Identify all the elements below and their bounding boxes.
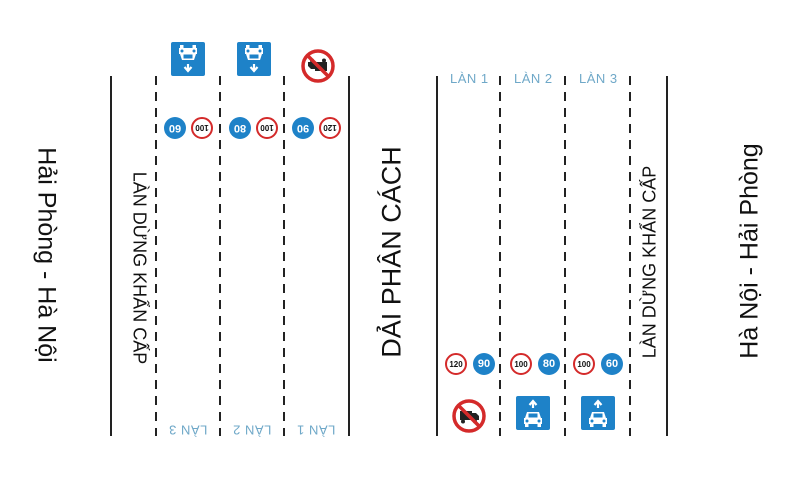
car-lane-icon: [237, 42, 271, 76]
speed-value: 90: [296, 122, 310, 134]
speed-value: 80: [233, 122, 247, 134]
left-direction-label: Hải Phòng - Hà Nội: [32, 147, 61, 363]
left-lane-3-label: LÀN 3: [168, 422, 208, 438]
left-lane-1-max-speed-sign: 120: [319, 117, 341, 139]
right-lane-1-label: LÀN 1: [450, 71, 489, 86]
left-lane-2-min-speed-sign: 80: [229, 117, 251, 139]
median-label: DẢI PHÂN CÁCH: [376, 146, 407, 358]
speed-value: 100: [195, 123, 209, 133]
right-lane-3-min-speed-sign: 60: [601, 353, 623, 375]
left-emergency-lane-label: LÀN DỪNG KHẨN CẤP: [129, 171, 150, 365]
speed-value: 60: [168, 122, 182, 134]
car-lane-icon: [581, 396, 615, 430]
right-lane-2-min-speed-sign: 80: [538, 353, 560, 375]
right-direction-label: Hà Nội - Hải Phòng: [735, 143, 764, 359]
speed-value: 100: [514, 359, 528, 369]
left-lane-1-min-speed-sign: 90: [292, 117, 314, 139]
right-lane-1-min-speed-sign: 90: [473, 353, 495, 375]
right-lane-2-label: LÀN 2: [514, 71, 553, 86]
speed-value: 120: [323, 123, 337, 133]
right-lane-1-max-speed-sign: 120: [445, 353, 467, 375]
speed-value: 80: [542, 358, 556, 370]
left-lane-3-min-speed-sign: 60: [164, 117, 186, 139]
speed-value: 120: [449, 359, 463, 369]
right-lane-2-max-speed-sign: 100: [510, 353, 532, 375]
right-lane-3-label: LÀN 3: [579, 71, 618, 86]
speed-value: 100: [260, 123, 274, 133]
left-lane-1-label: LÀN 1: [296, 422, 336, 438]
left-lane-2-label: LÀN 2: [232, 422, 272, 438]
right-emergency-lane-label: LÀN DỪNG KHẨN CẤP: [639, 165, 660, 359]
speed-value: 60: [605, 358, 619, 370]
left-lane-2-max-speed-sign: 100: [256, 117, 278, 139]
speed-value: 90: [477, 358, 491, 370]
speed-value: 100: [577, 359, 591, 369]
right-lane-3-max-speed-sign: 100: [573, 353, 595, 375]
car-lane-icon: [171, 42, 205, 76]
left-lane-3-max-speed-sign: 100: [191, 117, 213, 139]
no-truck-icon: [301, 49, 335, 83]
no-truck-icon: [452, 399, 486, 433]
car-lane-icon: [516, 396, 550, 430]
